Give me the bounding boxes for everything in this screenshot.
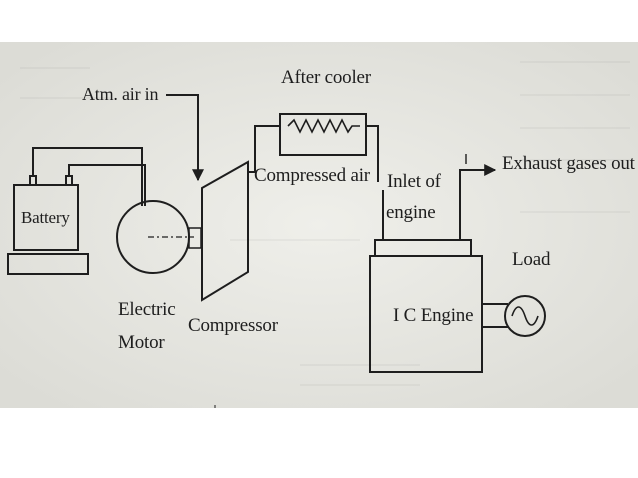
electric-label: Electric (118, 299, 176, 320)
load-label: Load (512, 249, 551, 270)
ic-engine-label: I C Engine (393, 305, 474, 326)
load-generator (504, 295, 546, 337)
paper-background (0, 42, 638, 408)
atm-air-in-line (166, 94, 204, 182)
atm-air-in-label: Atm. air in (82, 84, 159, 104)
after-cooler-label: After cooler (281, 67, 371, 88)
engine-label: engine (386, 202, 436, 223)
inlet-of-label: Inlet of (387, 171, 441, 192)
engine-inlet-line (366, 125, 379, 182)
bleed-through-texture (20, 61, 630, 386)
exhaust-line (459, 164, 497, 240)
after-cooler-coil (287, 118, 360, 134)
compressed-air-label: Compressed air (254, 165, 370, 186)
ic-engine-block (369, 255, 483, 373)
battery-box (13, 184, 79, 251)
ac-wave (511, 306, 539, 326)
diagram-photo (0, 42, 638, 408)
compressor (201, 160, 249, 302)
exhaust-gases-out-label: Exhaust gases out (502, 153, 635, 174)
motor-label: Motor (118, 332, 165, 353)
after-cooler-box (279, 113, 367, 156)
battery-base (7, 253, 89, 275)
compressed-air-line (248, 125, 280, 173)
battery-wire-inner (68, 164, 146, 206)
compressor-label: Compressor (188, 315, 278, 336)
battery-label: Battery (21, 208, 70, 227)
battery-wire-outer (32, 147, 143, 206)
